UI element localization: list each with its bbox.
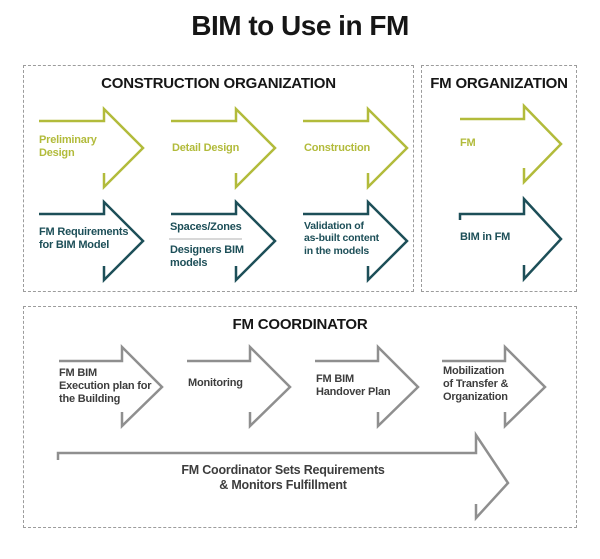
execution-plan-label: FM BIM Execution plan for the Building [59, 367, 152, 405]
detail-design-label: Detail Design [172, 142, 240, 154]
construction-organization-box: CONSTRUCTION ORGANIZATION Preliminary De… [23, 65, 414, 292]
handover-plan-arrow-icon [315, 343, 420, 429]
spaces-zones-label: Spaces/Zones [170, 221, 242, 233]
construction-arrow-icon [303, 105, 409, 191]
execution-plan-arrow-icon [59, 343, 164, 429]
validation-arrow-icon [303, 198, 409, 284]
fm-organization-header: FM ORGANIZATION [430, 75, 568, 92]
preliminary-design-arrow-icon [39, 105, 145, 191]
fm-label: FM [460, 137, 476, 149]
page-title: BIM to Use in FM [191, 10, 409, 41]
bim-in-fm-label: BIM in FM [460, 231, 511, 243]
coordinator-banner-arrow-icon [56, 430, 511, 522]
mobilization-arrow-icon [442, 343, 547, 429]
detail-design-arrow-icon [171, 105, 277, 191]
fm-arrow-icon [460, 102, 563, 186]
handover-plan-label: FM BIM Handover Plan [316, 373, 391, 398]
spaces-zones-arrow-icon [171, 198, 277, 284]
fm-coordinator-box: FM COORDINATOR FM BIM Execution plan for… [23, 306, 577, 528]
fm-organization-box: FM ORGANIZATION FM BIM in FM [421, 65, 577, 292]
label-divider [169, 238, 242, 240]
construction-organization-header: CONSTRUCTION ORGANIZATION [101, 75, 336, 92]
monitoring-arrow-icon [187, 343, 292, 429]
validation-label: Validation of as-built content in the mo… [304, 220, 379, 257]
fm-requirements-label: FM Requirements for BIM Model [39, 226, 129, 251]
monitoring-label: Monitoring [188, 377, 243, 389]
coordinator-banner-label: FM Coordinator Sets Requirements & Monit… [181, 463, 385, 492]
fm-coordinator-header: FM COORDINATOR [232, 316, 368, 333]
designers-bim-models-label: Designers BIM models [170, 244, 244, 269]
bim-in-fm-arrow-icon [458, 195, 563, 283]
fm-requirements-arrow-icon [39, 198, 145, 284]
preliminary-design-label: Preliminary Design [39, 134, 97, 159]
mobilization-label: Mobilization of Transfer & Organization [443, 365, 509, 403]
construction-label: Construction [304, 142, 371, 154]
